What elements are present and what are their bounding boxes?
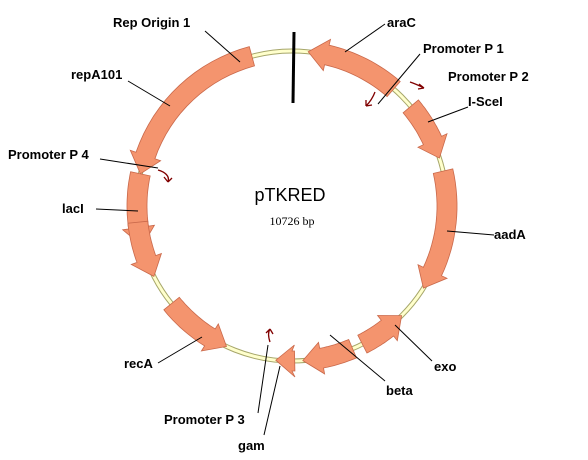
promoter-p1-mark	[365, 91, 376, 107]
arrow-aada	[417, 168, 458, 289]
label-reca: recA	[124, 356, 154, 371]
arrow-arac	[307, 38, 401, 98]
arrow-reca	[163, 296, 228, 352]
leader-reca	[157, 336, 203, 364]
leader-aada	[446, 230, 495, 236]
arrow-isce1	[402, 99, 448, 159]
promoter-marks	[157, 81, 425, 343]
arrow-rep-origin	[129, 46, 255, 175]
label-aada: aadA	[494, 227, 526, 242]
label-rep-origin: Rep Origin 1	[113, 15, 190, 30]
promoter-p4-mark	[157, 169, 173, 183]
origin-marker	[291, 31, 296, 104]
arrow-laci	[127, 220, 163, 277]
leader-promoter-p3	[257, 344, 269, 414]
leader-isce1	[427, 106, 469, 123]
leader-rep-origin	[204, 30, 241, 63]
label-beta: beta	[386, 383, 414, 398]
promoter-p3-mark	[265, 328, 274, 343]
leader-repa101	[127, 80, 171, 107]
label-promoter-p4: Promoter P 4	[8, 147, 89, 162]
label-promoter-p1: Promoter P 1	[423, 41, 504, 56]
label-gam: gam	[238, 438, 265, 453]
arrow-gam	[275, 344, 296, 378]
leader-promoter-p1	[377, 53, 421, 105]
arrow-exo	[357, 315, 403, 354]
leader-gam	[263, 365, 281, 436]
leader-promoter-p4	[99, 158, 159, 169]
plasmid-size: 10726 bp	[270, 214, 315, 228]
label-isce1: I-SceI	[468, 94, 503, 109]
label-repa101: repA101	[71, 67, 122, 82]
leader-laci	[95, 208, 139, 212]
label-arac: araC	[387, 15, 417, 30]
feature-arrows	[121, 38, 458, 378]
leader-arac	[344, 23, 386, 53]
leader-beta	[329, 334, 386, 382]
label-laci: lacI	[62, 201, 84, 216]
label-exo: exo	[434, 359, 456, 374]
arrow-beta	[302, 338, 358, 375]
label-promoter-p3: Promoter P 3	[164, 412, 245, 427]
plasmid-name: pTKRED	[254, 185, 325, 205]
leader-exo	[394, 324, 433, 362]
promoter-p2-mark	[409, 81, 425, 90]
label-promoter-p2: Promoter P 2	[448, 69, 529, 84]
